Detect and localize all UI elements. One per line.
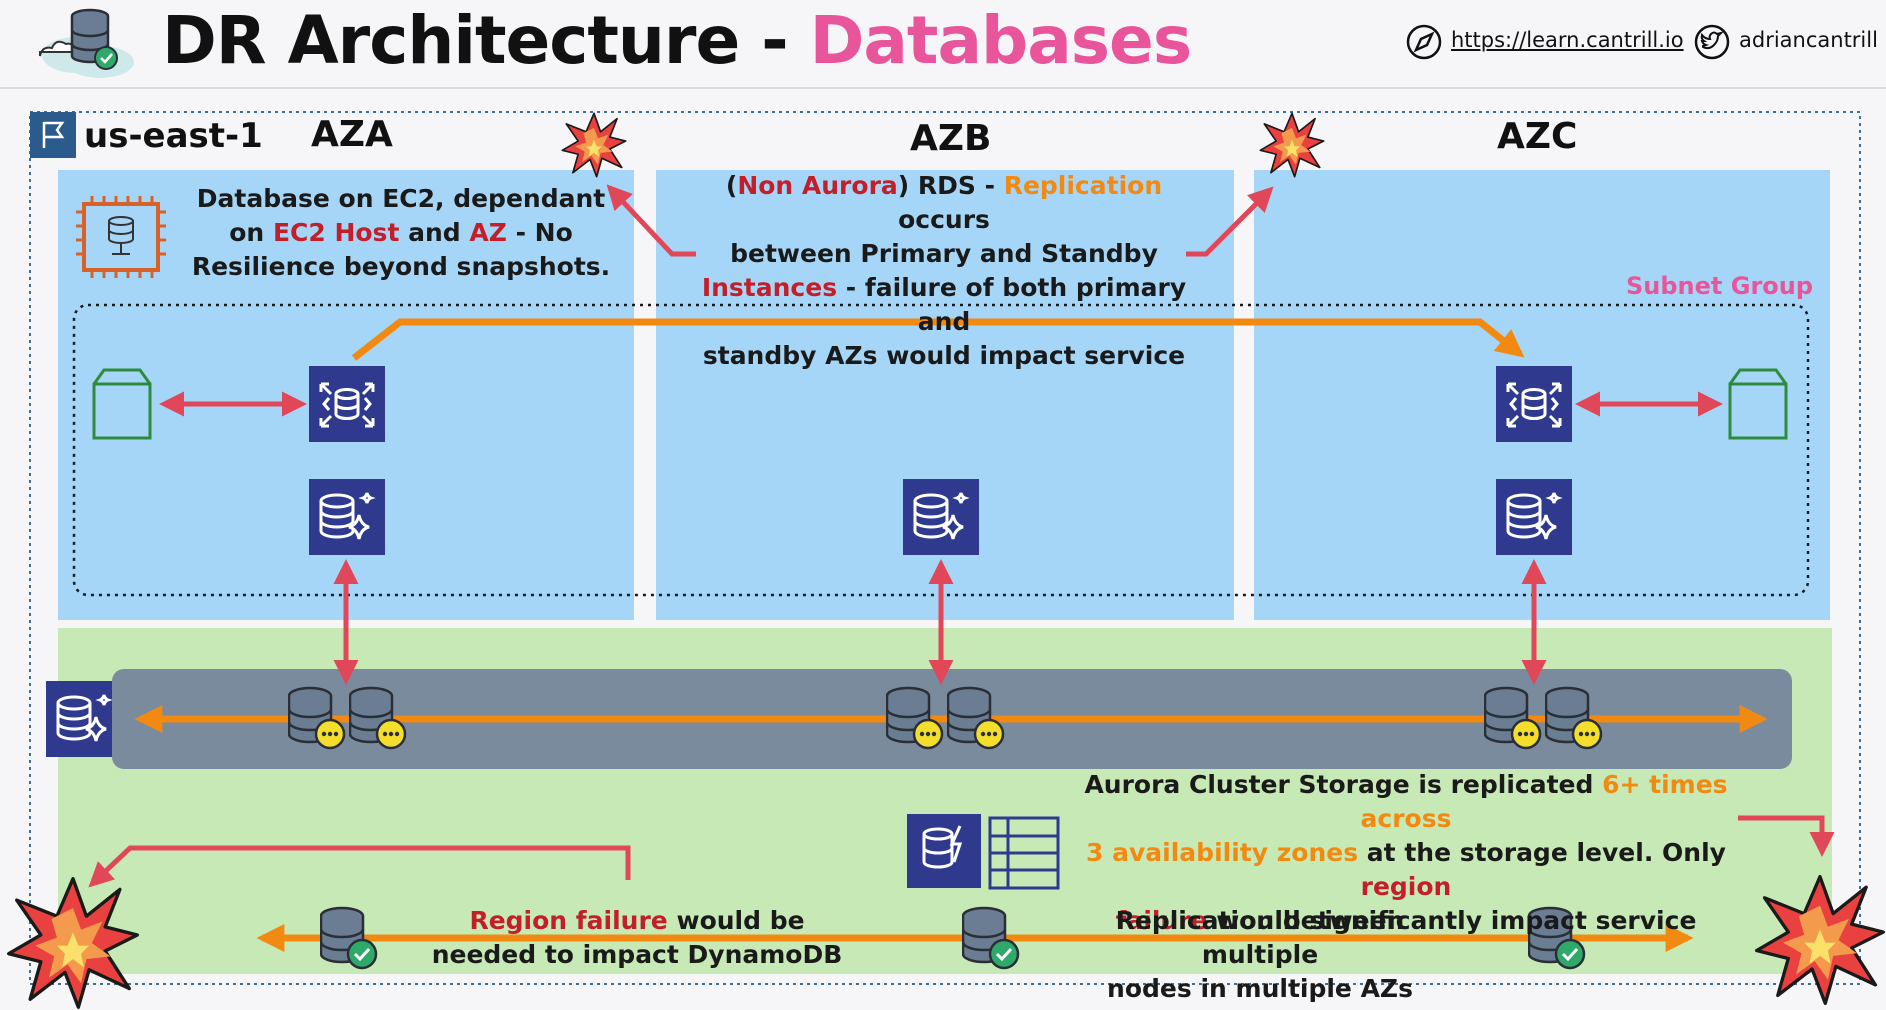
aurora-icon[interactable] (309, 479, 385, 555)
title-main: DR Architecture - (162, 2, 810, 79)
database-cloud-icon (39, 8, 134, 78)
az-a-label: AZA (311, 114, 393, 155)
az-b-label: AZB (910, 118, 992, 159)
aurora-icon[interactable] (1496, 479, 1572, 555)
twitter-handle[interactable]: adriancantrill (1739, 28, 1878, 52)
rds-note: (Non Aurora) RDS - Replication occurs be… (701, 171, 1187, 370)
ec2-chip-icon (76, 196, 166, 278)
dynamodb-table-icon (988, 816, 1060, 890)
callout-arrow (606, 184, 696, 257)
az-c-label: AZC (1497, 116, 1578, 157)
aurora-note: Aurora Cluster Storage is replicated 6+ … (1084, 770, 1728, 935)
region-flag-icon (30, 112, 76, 158)
callout-arrow (88, 845, 631, 888)
callout-arrow (1186, 186, 1274, 257)
dynamodb-icon[interactable] (907, 814, 981, 888)
aurora-icon[interactable] (903, 479, 979, 555)
page-title: DR Architecture - Databases (162, 2, 1193, 79)
rds-instance-icon[interactable] (1496, 366, 1572, 442)
aurora-icon[interactable] (46, 681, 122, 757)
callout-arrow (1738, 815, 1835, 857)
region-label: us-east-1 (84, 116, 263, 156)
rds-instance-icon[interactable] (309, 366, 385, 442)
explosion-icon (6, 876, 140, 1010)
dynamodb-replication-note: Replication between multiple nodes in mu… (1107, 906, 1413, 1003)
subnet-group-label: Subnet Group (1626, 272, 1814, 300)
title-accent: Databases (809, 2, 1193, 79)
rds-replication-arrow (351, 318, 1525, 361)
twitter-icon[interactable] (1694, 24, 1730, 60)
dynamodb-region-note: Region failure would be needed to impact… (431, 906, 843, 969)
ec2-note: Database on EC2, dependant on EC2 Host a… (191, 184, 611, 281)
compass-icon[interactable] (1406, 24, 1442, 60)
explosion-icon (561, 112, 627, 178)
course-link[interactable]: https://learn.cantrill.io (1451, 28, 1684, 52)
explosion-icon (1259, 112, 1325, 178)
